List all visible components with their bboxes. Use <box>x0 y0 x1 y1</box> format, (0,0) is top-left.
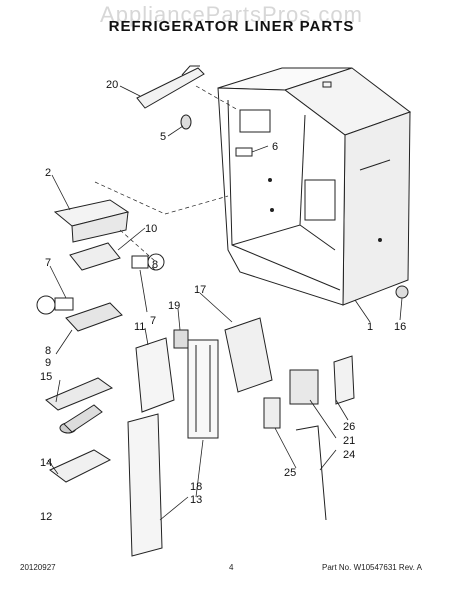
callout-12: 12 <box>40 511 52 523</box>
callout-17: 17 <box>194 284 206 296</box>
callout-24: 24 <box>343 449 355 461</box>
callout-19: 19 <box>168 300 180 312</box>
callout-26: 25 <box>284 467 296 479</box>
page-title: REFRIGERATOR LINER PARTS <box>108 18 355 35</box>
liner-part <box>217 67 412 306</box>
callout-18: 18 <box>190 481 202 493</box>
callout-8-right: 8 <box>152 259 158 271</box>
callout-14: 14 <box>40 457 52 469</box>
callout-7-left: 7 <box>45 257 51 269</box>
callout-20: 21 <box>343 435 355 447</box>
callout-13: 13 <box>190 494 202 506</box>
callout-10: 10 <box>145 223 157 235</box>
watermark: AppliancePartsPros.com <box>100 2 363 27</box>
footer-date: 20120927 <box>20 563 56 572</box>
callout-16: 16 <box>394 321 406 333</box>
callout-7-right: 7 <box>150 315 156 327</box>
callout-9: 9 <box>45 357 51 369</box>
callout-5: 5 <box>160 131 166 143</box>
footer-page-number: 4 <box>229 563 234 572</box>
callout-11: 11 <box>134 321 145 333</box>
callout-6: 6 <box>272 141 278 153</box>
footer-part-number: Part No. W10547631 Rev. A <box>322 563 422 572</box>
callout-2: 2 <box>45 167 51 179</box>
callout-8-left: 8 <box>45 345 51 357</box>
callout-1: 1 <box>367 321 373 333</box>
callout-15: 15 <box>40 371 52 383</box>
callout-25: 26 <box>343 421 355 433</box>
callout-21: 20 <box>106 79 118 91</box>
